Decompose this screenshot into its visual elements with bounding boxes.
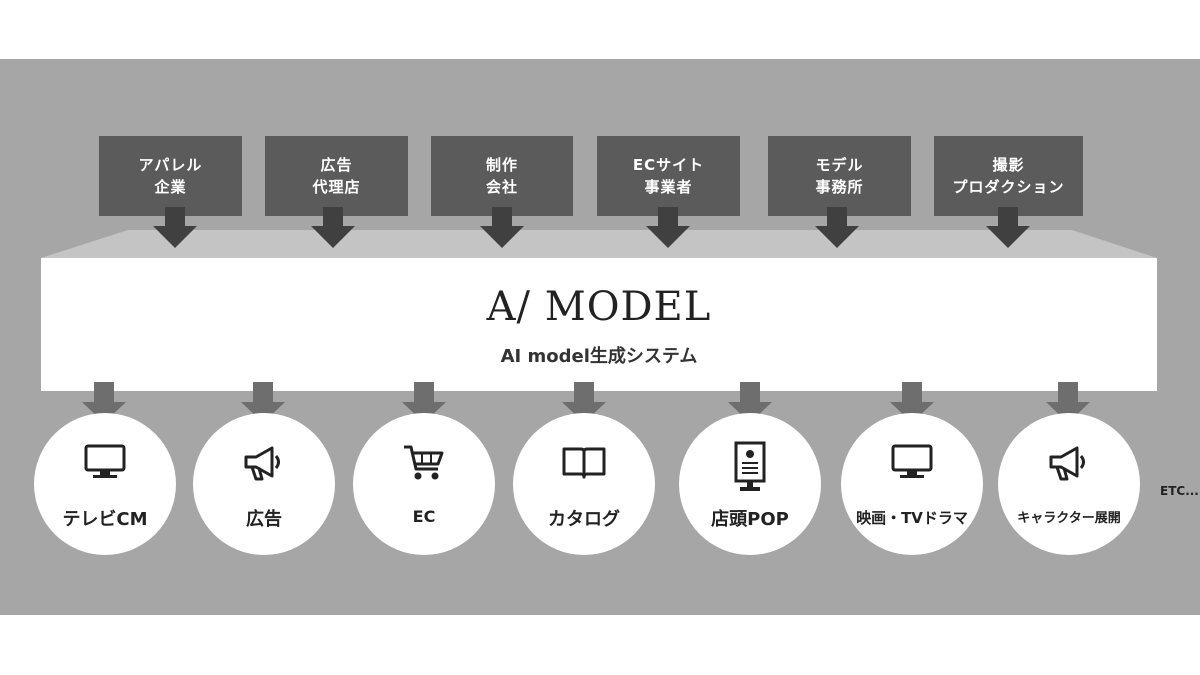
output-catalog: カタログ — [513, 413, 655, 555]
output-label: 店頭POP — [711, 509, 789, 530]
down-arrow-icon — [646, 207, 690, 248]
down-arrow-icon — [311, 207, 355, 248]
source-label-line1: モデル — [815, 156, 864, 174]
down-arrow-icon — [728, 382, 772, 423]
source-label-line1: 制作 — [485, 156, 518, 174]
source-label-line1: ECサイト — [632, 156, 705, 174]
pop-stand-icon — [734, 441, 766, 491]
output-label: テレビCM — [62, 509, 148, 530]
source-box-photo-production: 撮影プロダクション — [934, 136, 1083, 216]
cart-icon — [404, 445, 444, 480]
source-box-production-company: 制作会社 — [431, 136, 573, 216]
output-movie-tv-drama: 映画・TVドラマ — [841, 413, 983, 555]
output-label: EC — [412, 507, 436, 526]
down-arrow-icon — [153, 207, 197, 248]
down-arrow-icon — [1046, 382, 1090, 423]
source-box-model-agency: モデル事務所 — [768, 136, 911, 216]
source-box-ec-operator: ECサイト事業者 — [597, 136, 740, 216]
output-character-development: キャラクター展開 — [998, 413, 1140, 555]
down-arrow-icon — [402, 382, 446, 423]
down-arrow-icon — [82, 382, 126, 423]
output-label: 広告 — [246, 509, 282, 530]
output-label: カタログ — [548, 509, 620, 530]
source-label-line1: 撮影 — [992, 156, 1025, 174]
tv-icon — [891, 444, 933, 478]
megaphone-icon — [244, 446, 280, 481]
megaphone-icon — [1049, 446, 1085, 481]
source-box-ad-agency: 広告代理店 — [265, 136, 408, 216]
output-label: キャラクター展開 — [1017, 511, 1121, 526]
output-store-pop: 店頭POP — [679, 413, 821, 555]
output-label: 映画・TVドラマ — [856, 509, 968, 527]
source-label-line1: 広告 — [320, 156, 353, 174]
down-arrow-icon — [241, 382, 285, 423]
etc-label: ETC... — [1160, 484, 1199, 498]
tv-icon — [84, 444, 126, 478]
down-arrow-icon — [562, 382, 606, 423]
book-icon — [562, 447, 606, 479]
source-label-line1: アパレル — [138, 156, 203, 174]
source-label-line2: 企業 — [154, 178, 187, 196]
output-ec: EC — [353, 413, 495, 555]
ai-model-system-panel: A/ MODEL AI model生成システム — [41, 258, 1157, 391]
source-label-line2: プロダクション — [952, 178, 1065, 196]
output-tv-cm: テレビCM — [34, 413, 176, 555]
a-model-logo: A/ MODEL — [486, 284, 712, 330]
down-arrow-icon — [890, 382, 934, 423]
source-label-line2: 事務所 — [815, 178, 864, 196]
down-arrow-icon — [815, 207, 859, 248]
output-advertising: 広告 — [193, 413, 335, 555]
down-arrow-icon — [480, 207, 524, 248]
system-subtitle: AI model生成システム — [500, 346, 698, 367]
source-label-line2: 会社 — [485, 178, 518, 196]
source-box-apparel: アパレル企業 — [99, 136, 242, 216]
source-label-line2: 事業者 — [644, 178, 693, 196]
source-label-line2: 代理店 — [312, 178, 361, 196]
down-arrow-icon — [986, 207, 1030, 248]
